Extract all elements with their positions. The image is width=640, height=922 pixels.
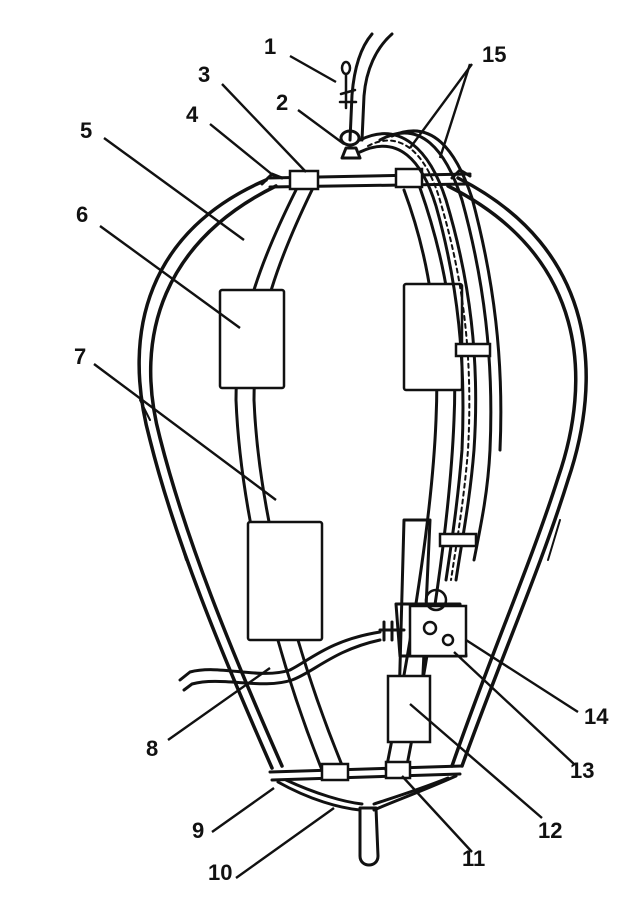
swivel-eye [339, 129, 361, 147]
right-strap [384, 186, 464, 772]
label-8: 8 [146, 736, 158, 761]
label-13: 13 [570, 758, 594, 783]
bottom-tip [358, 806, 380, 867]
lower-left-pad [246, 520, 324, 642]
label-2: 2 [276, 90, 288, 115]
hanger-assembly [338, 32, 394, 160]
label-5: 5 [80, 118, 92, 143]
upper-right-pad [402, 282, 464, 392]
bottom-frame [268, 760, 464, 867]
label-6: 6 [76, 202, 88, 227]
label-1: 1 [264, 34, 276, 59]
label-11: 11 [462, 846, 485, 871]
callout-labels: 1 2 3 4 5 6 7 8 9 10 11 12 13 14 15 [74, 34, 609, 885]
top-crossbar [260, 167, 472, 191]
upper-left-pad [218, 288, 286, 390]
label-9: 9 [192, 818, 204, 843]
hose-bundle [358, 129, 503, 582]
label-10: 10 [208, 860, 232, 885]
label-15: 15 [482, 42, 506, 67]
valve-block [408, 604, 468, 658]
leader-lines [93, 54, 579, 879]
outer-frame [137, 176, 588, 770]
valve-assembly [178, 518, 468, 744]
label-4: 4 [186, 102, 199, 127]
label-12: 12 [538, 818, 562, 843]
label-14: 14 [584, 704, 609, 729]
label-7: 7 [74, 344, 86, 369]
left-strap [218, 188, 346, 772]
label-3: 3 [198, 62, 210, 87]
hook-ring [340, 60, 352, 76]
